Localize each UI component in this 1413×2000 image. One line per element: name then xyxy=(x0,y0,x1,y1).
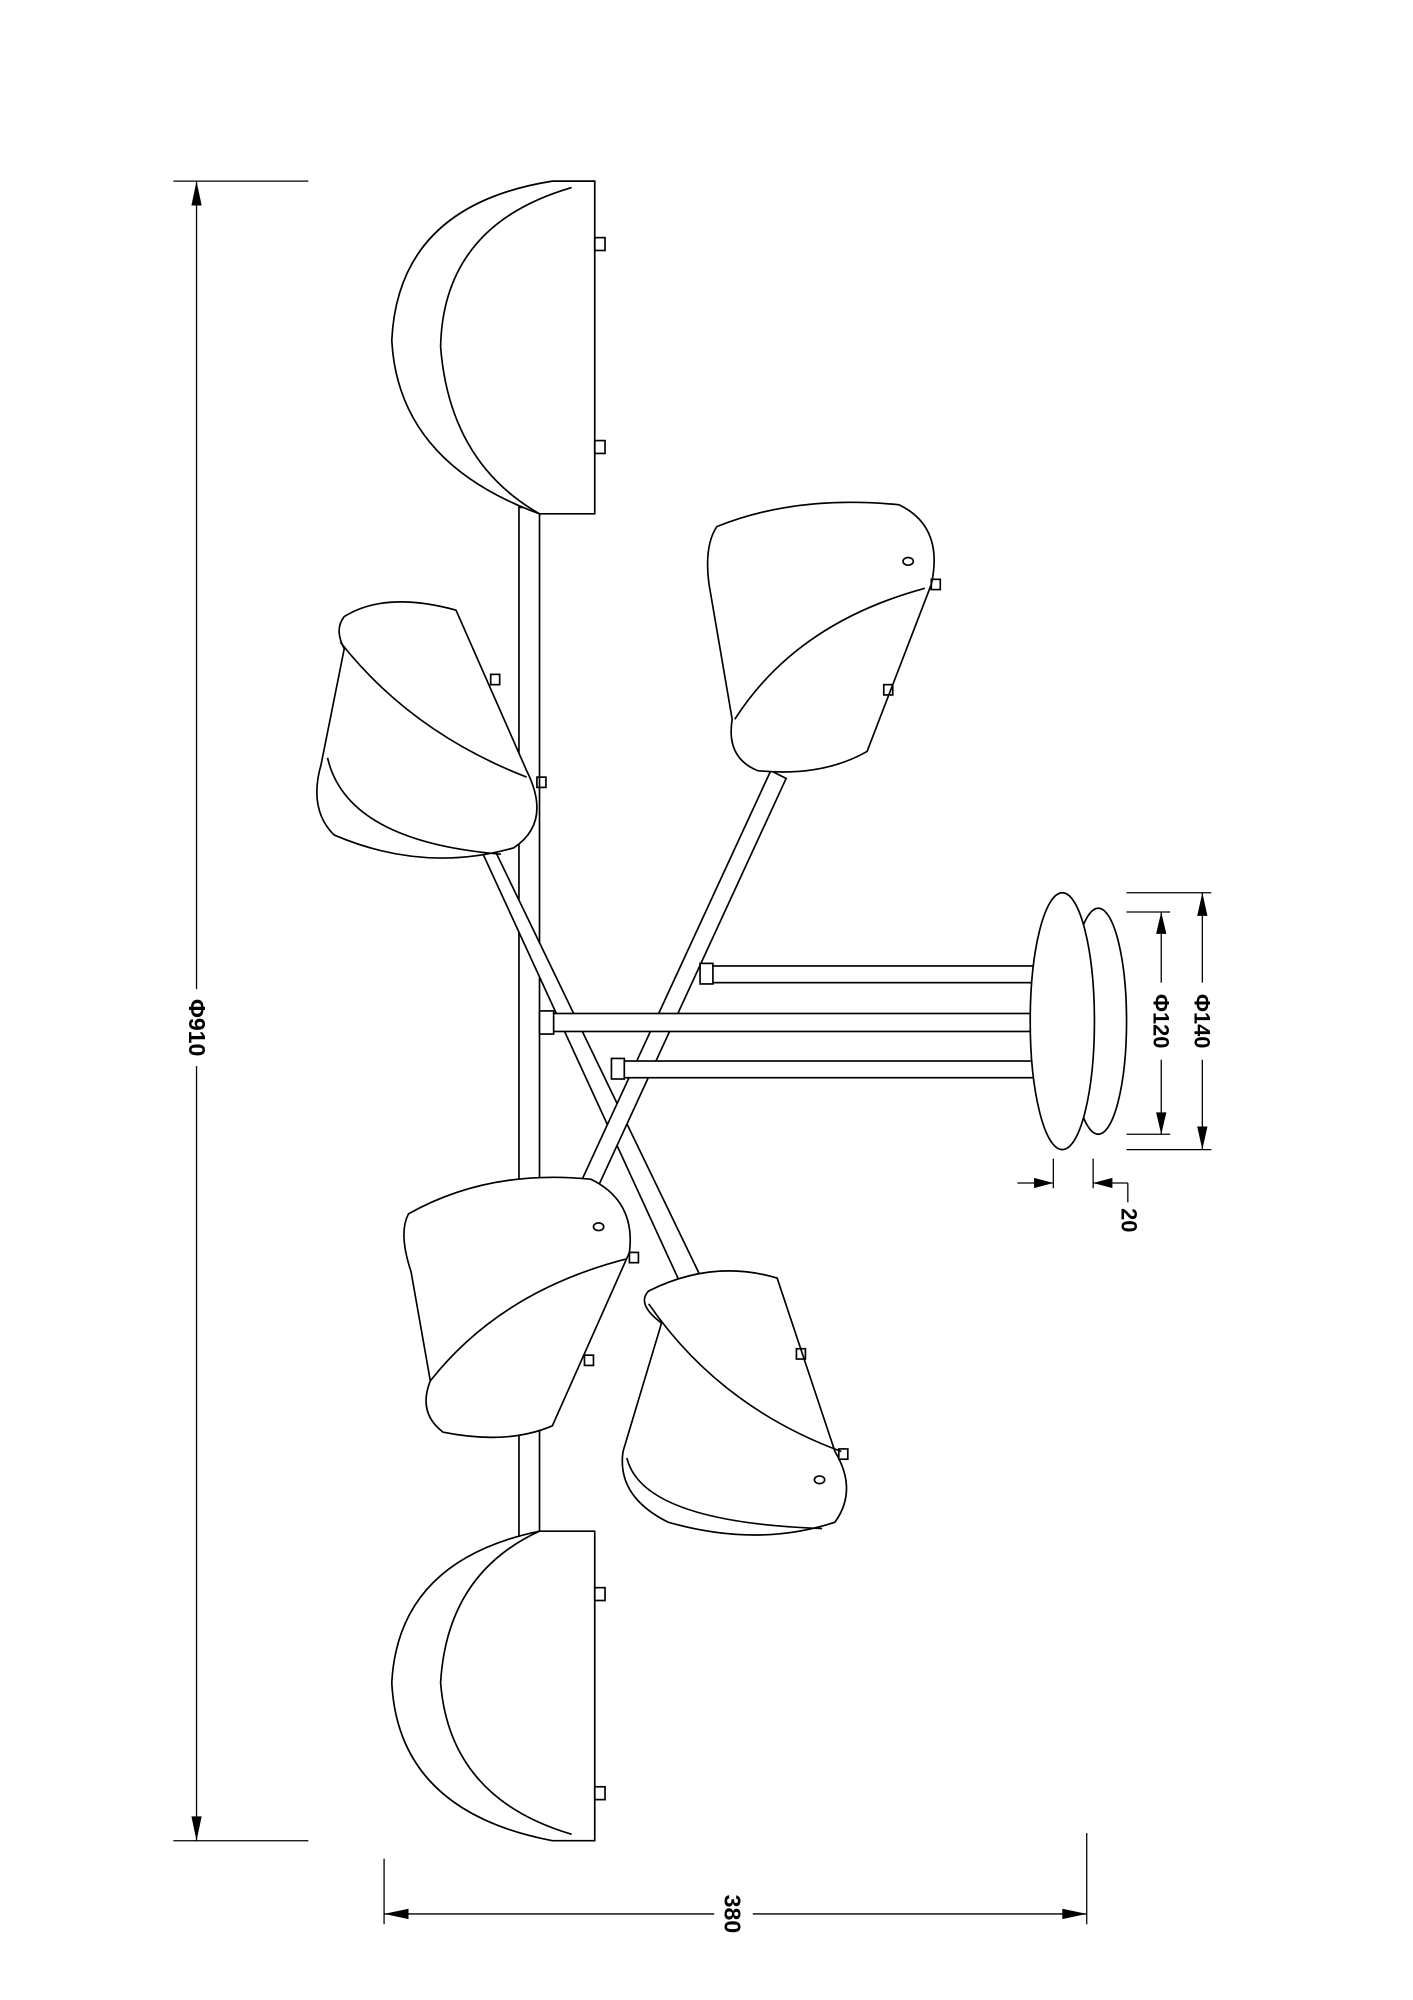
label-overall-length: Φ910 xyxy=(184,999,210,1057)
dimension-overall-length: Φ910 xyxy=(173,180,309,1842)
label-overall-height: 380 xyxy=(719,1895,745,1934)
diagonal-arm-b xyxy=(553,769,788,1244)
dimension-overall-height: 380 xyxy=(383,1833,1088,1934)
shade-upper-left xyxy=(316,601,547,859)
dimension-canopy: Φ140 Φ120 20 xyxy=(1017,892,1215,1232)
shade-upper-right xyxy=(706,501,942,773)
shade-bottom xyxy=(390,1530,606,1842)
label-canopy-thickness: 20 xyxy=(1116,1208,1141,1232)
canopy-rods xyxy=(538,962,1073,1080)
shade-lower-right xyxy=(621,1270,849,1536)
shade-top xyxy=(390,180,606,515)
label-canopy-outer-diameter: Φ140 xyxy=(1190,994,1215,1048)
canopy xyxy=(1029,891,1128,1151)
shade-lower-left xyxy=(403,1176,640,1439)
label-canopy-inner-diameter: Φ120 xyxy=(1149,994,1174,1048)
